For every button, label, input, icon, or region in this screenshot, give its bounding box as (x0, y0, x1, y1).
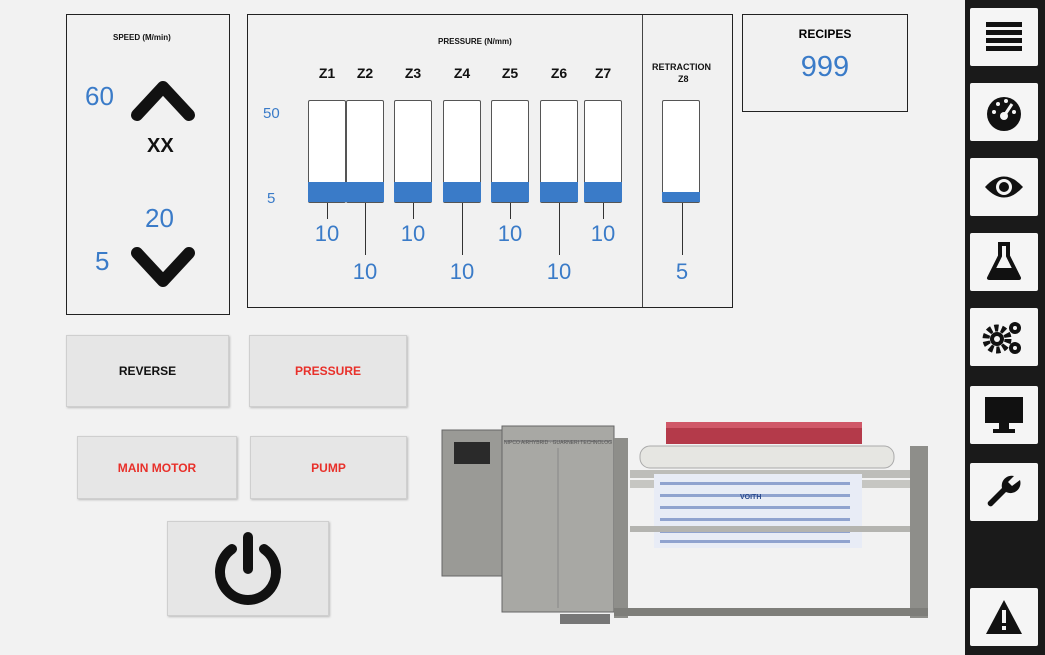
chevron-up-icon (131, 81, 195, 121)
power-icon (215, 531, 281, 605)
retraction-leader-line (682, 203, 683, 255)
view-button[interactable] (970, 158, 1038, 216)
speed-current-value: XX (147, 135, 174, 157)
sidebar (965, 0, 1045, 655)
speed-title: SPEED (M/min) (113, 33, 171, 42)
menu-icon (986, 22, 1022, 51)
gauge-icon (987, 97, 1021, 131)
retraction-bar[interactable] (662, 100, 700, 203)
alarm-button[interactable] (970, 588, 1038, 646)
retraction-title-line2: Z8 (678, 74, 689, 84)
monitor-button[interactable] (970, 386, 1038, 444)
zone-bar-fill (540, 182, 578, 202)
zone-leader-line (413, 203, 414, 219)
zone-bar-z5[interactable] (491, 100, 529, 203)
zone-leader-line (559, 203, 560, 255)
dashboard-button[interactable] (970, 83, 1038, 141)
zone-label-z7: Z7 (594, 65, 612, 81)
recipes-panel[interactable]: RECIPES 999 (742, 14, 908, 112)
zone-label-z6: Z6 (550, 65, 568, 81)
zone-value-z4: 10 (449, 259, 475, 284)
zone-bar-fill (443, 182, 481, 202)
speed-setpoint-value: 20 (145, 203, 174, 233)
zone-leader-line (365, 203, 366, 255)
chevron-down-icon (131, 247, 195, 287)
zone-value-z3: 10 (400, 221, 426, 246)
wrench-icon (987, 475, 1021, 507)
zone-value-z1: 10 (314, 221, 340, 246)
zone-value-z5: 10 (497, 221, 523, 246)
speed-min-value: 5 (95, 246, 110, 276)
machine-brand: VOITH (740, 494, 762, 501)
zone-bar-z4[interactable] (443, 100, 481, 203)
zone-label-z5: Z5 (501, 65, 519, 81)
retraction-value: 5 (675, 259, 689, 284)
lab-button[interactable] (970, 233, 1038, 291)
zone-leader-line (462, 203, 463, 255)
speed-up-button[interactable] (131, 77, 195, 121)
zone-bar-z7[interactable] (584, 100, 622, 203)
retraction-bar-fill (662, 192, 700, 202)
pressure-button[interactable]: PRESSURE (249, 335, 407, 407)
zone-label-z1: Z1 (318, 65, 336, 81)
gears-icon (982, 322, 1021, 354)
zone-value-z7: 10 (590, 221, 616, 246)
machine-image: NIPCO AIRHYBRID · GUARNERI TECHNOLOGY · … (440, 418, 940, 636)
eye-icon (985, 176, 1023, 198)
reverse-button[interactable]: REVERSE (66, 335, 229, 407)
zone-label-z3: Z3 (404, 65, 422, 81)
warning-icon (986, 600, 1022, 634)
pressure-scale-max: 50 (263, 105, 280, 122)
pump-button[interactable]: PUMP (250, 436, 407, 499)
zone-label-z4: Z4 (453, 65, 471, 81)
pressure-panel: PRESSURE (N/mm) 50 5 Z1 10 Z2 10 Z3 10 Z4 10 Z5 1… (247, 14, 733, 308)
monitor-icon (985, 397, 1023, 433)
main-motor-button[interactable]: MAIN MOTOR (77, 436, 237, 499)
zone-bar-fill (584, 182, 622, 202)
zone-bar-fill (394, 182, 432, 202)
zone-value-z2: 10 (352, 259, 378, 284)
pressure-scale-min: 5 (267, 190, 276, 207)
zone-bar-fill (346, 182, 384, 202)
zone-value-z6: 10 (546, 259, 572, 284)
zone-bar-fill (491, 182, 529, 202)
speed-max-value: 60 (85, 81, 114, 111)
zone-bar-z2[interactable] (346, 100, 384, 203)
zone-label-z2: Z2 (356, 65, 374, 81)
zone-bar-z6[interactable] (540, 100, 578, 203)
recipes-count: 999 (800, 51, 850, 83)
recipes-title: RECIPES (798, 27, 852, 41)
retraction-divider (642, 15, 643, 307)
speed-down-button[interactable] (131, 243, 195, 293)
zone-bar-z3[interactable] (394, 100, 432, 203)
zone-leader-line (510, 203, 511, 219)
zone-leader-line (327, 203, 328, 219)
menu-button[interactable] (970, 8, 1038, 66)
zone-bar-z1[interactable] (308, 100, 346, 203)
pressure-title: PRESSURE (N/mm) (438, 37, 512, 46)
settings-button[interactable] (970, 308, 1038, 366)
zone-leader-line (603, 203, 604, 219)
power-button[interactable] (167, 521, 329, 616)
retraction-title-line1: RETRACTION (652, 62, 711, 72)
machine-label: NIPCO AIRHYBRID · GUARNERI TECHNOLOGY · … (504, 440, 612, 446)
zone-bar-fill (308, 182, 346, 202)
flask-icon (987, 242, 1021, 280)
speed-panel: SPEED (M/min) 60 XX 20 5 (66, 14, 230, 315)
tools-button[interactable] (970, 463, 1038, 521)
